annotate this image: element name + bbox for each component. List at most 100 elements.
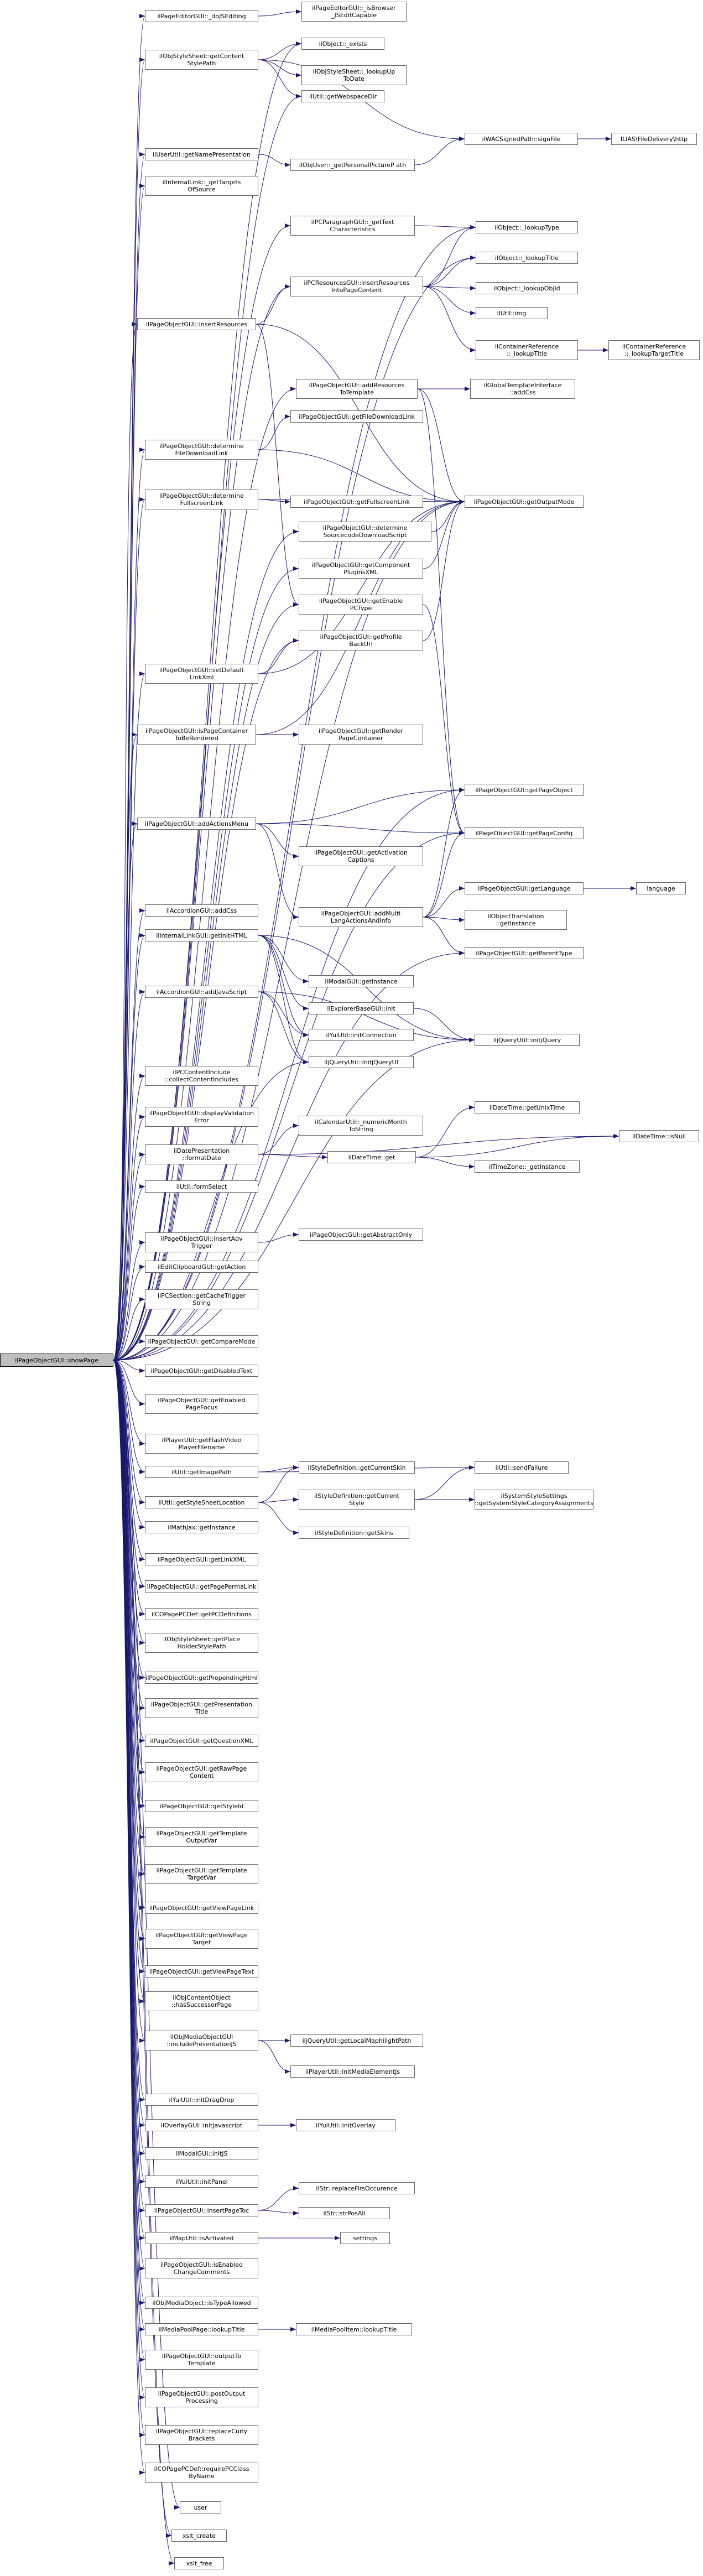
- graph-node[interactable]: ilObjContentObject ::hasSuccessorPage: [145, 1991, 258, 2011]
- graph-node[interactable]: ilGlobalTemplateInterface ::addCss: [470, 379, 575, 399]
- graph-node[interactable]: ilStyleDefinition::getCurrent Style: [299, 1490, 415, 1510]
- graph-node[interactable]: ilInternalLink::_getTargets OfSource: [145, 176, 258, 196]
- graph-node[interactable]: ilModalGUI::initJS: [145, 2147, 258, 2159]
- graph-node[interactable]: settings: [340, 2232, 390, 2244]
- graph-node[interactable]: ilPageObjectGUI::getQuestionXML: [145, 1735, 258, 1747]
- graph-node[interactable]: ilPageObjectGUI::getPagePermaLink: [145, 1580, 258, 1593]
- graph-node[interactable]: ilStyleDefinition::getSkins: [299, 1527, 409, 1539]
- graph-node[interactable]: ilExplorerBaseGUI::init: [309, 1002, 414, 1014]
- graph-node[interactable]: ilObjStyleSheet::_lookupUp ToDate: [301, 65, 407, 85]
- graph-node[interactable]: ilContainerReference ::_lookupTargetTitl…: [608, 340, 700, 360]
- graph-node[interactable]: ilStyleDefinition::getCurrentSkin: [299, 1461, 415, 1474]
- graph-node[interactable]: ilUtil::getWebspaceDir: [301, 90, 384, 102]
- graph-node[interactable]: ilMediaPoolItem::lookupTitle: [296, 2323, 412, 2335]
- graph-node[interactable]: xslt_free: [174, 2557, 224, 2569]
- graph-node[interactable]: ilPageObjectGUI::isPageContainer ToBeRen…: [137, 725, 256, 745]
- graph-node[interactable]: ilPCSection::getCacheTrigger String: [145, 1289, 258, 1309]
- graph-node[interactable]: ilPageObjectGUI::displayValidation Error: [145, 1107, 258, 1127]
- graph-node[interactable]: ilObjStyleSheet::getPlace HolderStylePat…: [145, 1633, 258, 1653]
- graph-node[interactable]: ilPageObjectGUI::getDisabledText: [145, 1365, 258, 1377]
- graph-node[interactable]: ilPageObjectGUI::getProfile BackUrl: [299, 631, 423, 650]
- graph-node[interactable]: ilPageObjectGUI::getComponent PluginsXML: [299, 559, 423, 579]
- graph-node[interactable]: ilModalGUI::getInstance: [309, 975, 414, 987]
- graph-node[interactable]: ilMediaPoolPage::lookupTitle: [145, 2323, 258, 2335]
- graph-node[interactable]: ilPageObjectGUI::addActionsMenu: [137, 818, 256, 830]
- graph-node[interactable]: ilContainerReference ::_lookupTitle: [476, 340, 578, 360]
- graph-node[interactable]: ilWACSignedPath::signFile: [465, 133, 578, 145]
- graph-node[interactable]: ilCalendarUtil::_numericMonth ToString: [299, 1116, 423, 1136]
- graph-node-root[interactable]: ilPageObjectGUI::showPage: [0, 1354, 113, 1367]
- graph-node[interactable]: ilUserUtil::getNamePresentation: [145, 148, 258, 160]
- graph-node[interactable]: ilPageObjectGUI::addMulti LangActionsAnd…: [299, 907, 423, 927]
- graph-node[interactable]: ilObjUser::_getPersonalPictureP ath: [290, 159, 415, 171]
- graph-node[interactable]: language: [636, 882, 686, 894]
- graph-node[interactable]: ilPageObjectGUI::getViewPageLink: [145, 1902, 258, 1914]
- graph-node[interactable]: ilObject::_lookupTitle: [476, 252, 578, 264]
- graph-node[interactable]: ilPageEditorGUI::_isBrowser _JSEditCapab…: [301, 2, 407, 22]
- graph-node[interactable]: ilPageObjectGUI::getPageConfig: [465, 827, 584, 839]
- graph-node[interactable]: ilUtil::formSelect: [145, 1180, 258, 1193]
- graph-node[interactable]: iljQueryUtil::getLocalMaphilightPath: [290, 2034, 423, 2047]
- graph-node[interactable]: ilObjectTranslation ::getInstance: [465, 910, 567, 930]
- graph-node[interactable]: ilPageObjectGUI::getTemplate TargetVar: [145, 1864, 258, 1884]
- graph-node[interactable]: ilMapUtil::isActivated: [145, 2232, 258, 2244]
- graph-node[interactable]: ilStr::replaceFirsOccurence: [299, 2182, 415, 2194]
- graph-node[interactable]: ilAccordionGUI::addJavaScript: [145, 986, 258, 998]
- graph-node[interactable]: xslt_create: [171, 2530, 227, 2542]
- graph-node[interactable]: ilPageObjectGUI::getEnabled PageFocus: [145, 1394, 258, 1414]
- graph-node[interactable]: ilInternalLinkGUI::getInitHTML: [145, 929, 258, 941]
- graph-node[interactable]: ilUtil::img: [476, 307, 548, 319]
- graph-node[interactable]: ilPageObjectGUI::getStyleId: [145, 1800, 258, 1812]
- graph-node[interactable]: user: [180, 2501, 221, 2513]
- graph-node[interactable]: ilPlayerUtil::getFlashVideo PlayerFilena…: [145, 1434, 258, 1454]
- graph-node[interactable]: ilYuiUtil::initDragDrop: [145, 2094, 258, 2106]
- graph-node[interactable]: ilStr::strPosAll: [299, 2207, 390, 2219]
- graph-node[interactable]: ilPageObjectGUI::outputTo Template: [145, 2350, 258, 2370]
- graph-node[interactable]: ilPageObjectGUI::getPresentation Title: [145, 1698, 258, 1718]
- graph-node[interactable]: ilPageObjectGUI::getViewPageText: [145, 1965, 258, 1977]
- graph-node[interactable]: ilYuiUtil::initConnection: [309, 1029, 414, 1041]
- graph-node[interactable]: ilPageObjectGUI::insertPageToc: [145, 2204, 258, 2216]
- graph-node[interactable]: iljQueryUtil::initjQuery: [475, 1034, 580, 1046]
- graph-node[interactable]: ilObjStyleSheet::getContent StylePath: [145, 50, 258, 70]
- graph-node[interactable]: ilPageObjectGUI::insertResources: [137, 318, 256, 330]
- graph-node[interactable]: ilPageObjectGUI::determine FullscreenLin…: [145, 490, 258, 509]
- graph-node[interactable]: ilPageObjectGUI::getRawPage Content: [145, 1762, 258, 1782]
- graph-node[interactable]: ilYuiUtil::initPanel: [145, 2176, 258, 2188]
- graph-node[interactable]: ilPageObjectGUI::postOutput Processing: [145, 2387, 258, 2407]
- graph-node[interactable]: iljQueryUtil::initjQueryUI: [309, 1056, 414, 1068]
- graph-node[interactable]: ilPageObjectGUI::getFullscreenLink: [290, 496, 423, 508]
- graph-node[interactable]: ilPageObjectGUI::getCompareMode: [145, 1335, 258, 1347]
- graph-node[interactable]: ilObject::_exists: [301, 38, 384, 50]
- graph-node[interactable]: ilPageObjectGUI::getAbstractOnly: [299, 1229, 423, 1241]
- graph-node[interactable]: ilEditClipboardGUI::getAction: [145, 1261, 258, 1273]
- graph-node[interactable]: ilUtil::sendFailure: [475, 1461, 569, 1474]
- graph-node[interactable]: ilPageObjectGUI::getLinkXML: [145, 1553, 258, 1565]
- graph-node[interactable]: ilCOPagePCDef::requirePCClass ByName: [145, 2463, 258, 2483]
- graph-node[interactable]: ilPageObjectGUI::isEnabled ChangeComment…: [145, 2258, 258, 2278]
- graph-node[interactable]: ilPageObjectGUI::getPrependingHtml: [145, 1672, 258, 1684]
- graph-node[interactable]: ilPCContentInclude ::collectContentInclu…: [145, 1066, 258, 1086]
- graph-node[interactable]: ilCOPagePCDef::getPCDefinitions: [145, 1608, 258, 1620]
- graph-node[interactable]: ilOverlayGUI::initJavascript: [145, 2119, 258, 2131]
- graph-node[interactable]: ilPageEditorGUI::_doJSEditing: [145, 10, 258, 22]
- graph-node[interactable]: ilDateTime::getUnixTime: [475, 1101, 580, 1113]
- graph-node[interactable]: ilPageObjectGUI::getFileDownloadLink: [290, 410, 423, 423]
- graph-node[interactable]: ilDateTime::get: [327, 1151, 416, 1163]
- graph-node[interactable]: ilPlayerUtil::initMediaElementJs: [290, 2065, 415, 2078]
- graph-node[interactable]: ilPageObjectGUI::addResources ToTemplate: [296, 379, 418, 399]
- graph-node[interactable]: ilPageObjectGUI::getOutputMode: [465, 496, 584, 508]
- graph-node[interactable]: ilPageObjectGUI::determine FileDownloadL…: [145, 440, 258, 460]
- graph-node[interactable]: ilPageObjectGUI::getActivation Captions: [299, 846, 423, 866]
- graph-node[interactable]: ilPageObjectGUI::getEnable PCType: [299, 595, 423, 615]
- graph-node[interactable]: ILIAS\FileDelivery\http: [611, 133, 697, 145]
- graph-node[interactable]: ilPageObjectGUI::getRender PageContainer: [299, 725, 423, 745]
- graph-node[interactable]: ilPageObjectGUI::getParentType: [465, 947, 584, 959]
- graph-node[interactable]: ilMathJax::getInstance: [145, 1521, 258, 1533]
- graph-node[interactable]: ilObject::_lookupObjId: [476, 282, 578, 294]
- graph-node[interactable]: ilPCParagraphGUI::_getText Characteristi…: [290, 216, 415, 236]
- graph-node[interactable]: ilTimeZone::_getInstance: [475, 1160, 580, 1173]
- graph-node[interactable]: ilPageObjectGUI::getLanguage: [465, 882, 584, 894]
- graph-node[interactable]: ilPageObjectGUI::getPageObject: [465, 784, 584, 796]
- graph-node[interactable]: ilUtil::getImagePath: [145, 1466, 258, 1478]
